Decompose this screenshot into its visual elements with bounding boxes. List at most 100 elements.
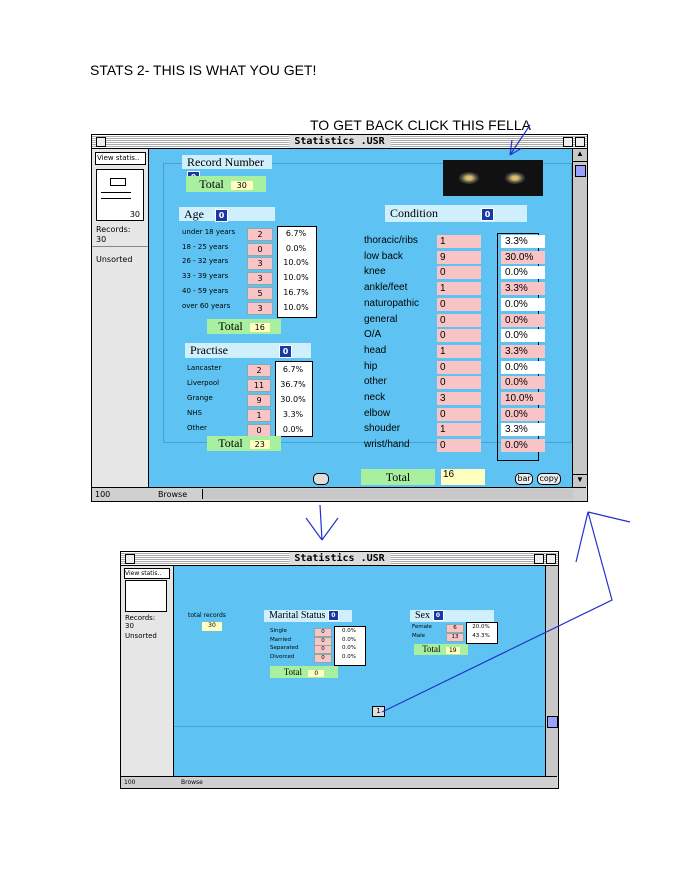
page-button[interactable] bbox=[313, 473, 329, 485]
bar-button[interactable]: bar bbox=[515, 473, 533, 485]
scroll-thumb-2[interactable] bbox=[547, 716, 558, 728]
condition-row-pct: 0.0% bbox=[501, 407, 545, 421]
condition-row-count: 0 bbox=[437, 297, 481, 311]
practise-row-pct: 0.0% bbox=[277, 424, 309, 435]
condition-row-label: wrist/hand bbox=[364, 439, 410, 451]
layout-content-2: total records 30 Marital Status 0 Single… bbox=[174, 566, 545, 776]
condition-row-count: 1 bbox=[437, 423, 481, 437]
records-label: Records: bbox=[96, 225, 131, 234]
marital-row-label: Married bbox=[270, 636, 291, 643]
condition-row-pct: 3.3% bbox=[501, 423, 545, 437]
age-row-pct: 10.0% bbox=[279, 257, 313, 269]
record-book-icon[interactable]: 30 bbox=[96, 169, 144, 221]
age-row-count: 3 bbox=[247, 301, 273, 315]
condition-row-count: 0 bbox=[437, 376, 481, 390]
scroll-thumb[interactable] bbox=[575, 165, 586, 177]
age-badge: 0 bbox=[215, 208, 228, 222]
zoom-box-icon[interactable] bbox=[563, 137, 573, 147]
marital-row-count: 0 bbox=[314, 653, 332, 663]
sex-row-pct: 20.0% bbox=[468, 624, 494, 631]
condition-row-label: ankle/feet bbox=[364, 282, 408, 294]
title-bar-2[interactable]: Statistics .USR bbox=[121, 552, 558, 566]
age-header: Age 0 bbox=[179, 207, 275, 222]
marital-row-pct: 0.0% bbox=[336, 628, 362, 635]
marital-total-value: 0 bbox=[308, 670, 325, 677]
back-button[interactable]: 1 bbox=[372, 706, 385, 717]
zoom-level[interactable]: 100 bbox=[95, 490, 111, 499]
age-row-pct: 10.0% bbox=[279, 272, 313, 284]
scroll-up-arrow-icon[interactable]: ▲ bbox=[573, 149, 587, 162]
age-total-value: 16 bbox=[249, 323, 270, 332]
condition-row-count: 1 bbox=[437, 344, 481, 358]
condition-row-pct: 0.0% bbox=[501, 329, 545, 343]
sex-row-label: Male bbox=[412, 633, 426, 639]
collapse-box-icon-2[interactable] bbox=[546, 554, 556, 564]
total-records-value: 30 bbox=[202, 622, 222, 631]
age-row-pct: 10.0% bbox=[279, 301, 313, 313]
practise-row-pct: 30.0% bbox=[277, 394, 309, 405]
vertical-scrollbar-2[interactable] bbox=[545, 566, 558, 776]
condition-row-label: neck bbox=[364, 392, 386, 403]
record-total-field: Total 30 bbox=[186, 176, 266, 192]
view-button[interactable]: View statis.. bbox=[95, 152, 146, 165]
sex-row-count: 6 bbox=[446, 624, 464, 633]
condition-row-label: general bbox=[364, 313, 398, 325]
age-row-label: 18 - 25 years bbox=[182, 242, 229, 251]
condition-row-label: thoracic/ribs bbox=[364, 235, 418, 246]
age-total-field: Total 16 bbox=[207, 319, 281, 334]
condition-row-count: 0 bbox=[437, 360, 481, 374]
scroll-down-arrow-icon[interactable]: ▼ bbox=[573, 474, 587, 487]
title-bar[interactable]: Statistics .USR bbox=[92, 135, 587, 149]
record-count: 30 bbox=[129, 210, 140, 219]
sex-header: Sex 0 bbox=[410, 610, 494, 622]
marital-row-label: Separated bbox=[270, 645, 299, 652]
condition-row-pct: 0.0% bbox=[501, 266, 545, 280]
condition-row-pct: 3.3% bbox=[501, 235, 545, 248]
condition-row-label: knee bbox=[364, 266, 386, 278]
condition-row-count: 1 bbox=[437, 282, 481, 296]
marital-row-count: 0 bbox=[314, 645, 332, 655]
arrow-to-image bbox=[509, 124, 531, 156]
condition-row-label: other bbox=[364, 376, 387, 388]
mode-status[interactable]: Browse bbox=[158, 490, 188, 499]
close-box-icon-2[interactable] bbox=[125, 554, 135, 564]
vertical-scrollbar[interactable]: ▲ ▼ bbox=[572, 149, 587, 487]
practise-row-pct: 3.3% bbox=[277, 409, 309, 420]
zoom-level-2[interactable]: 100 bbox=[124, 779, 136, 786]
marital-total-label: Total bbox=[283, 667, 303, 677]
sex-total-field: Total 19 bbox=[414, 644, 468, 655]
condition-row-count: 0 bbox=[437, 266, 481, 280]
close-box-icon[interactable] bbox=[96, 137, 106, 147]
view-button-2[interactable]: View statis.. bbox=[124, 568, 170, 579]
condition-header: Condition 0 bbox=[385, 205, 527, 222]
copy-button[interactable]: copy bbox=[537, 473, 561, 485]
age-row-pct: 16.7% bbox=[279, 286, 313, 298]
record-number-header: Record Number 0 bbox=[182, 155, 272, 184]
sort-status: Unsorted bbox=[96, 255, 133, 264]
age-total-label: Total bbox=[218, 319, 243, 333]
marital-badge: 0 bbox=[327, 610, 339, 622]
age-row-pct: 0.0% bbox=[279, 242, 313, 254]
practise-row-label: NHS bbox=[187, 409, 202, 417]
collapse-box-icon[interactable] bbox=[575, 137, 585, 147]
statistics-window-main: Statistics .USR View statis.. 30 Records… bbox=[91, 134, 588, 502]
marital-row-count: 0 bbox=[314, 628, 332, 637]
condition-row-pct: 3.3% bbox=[501, 344, 545, 358]
horizontal-scrollbar[interactable] bbox=[202, 489, 573, 499]
age-row-label: 26 - 32 years bbox=[182, 257, 229, 266]
statistics-window-secondary: Statistics .USR View statis.. Records: 3… bbox=[120, 551, 559, 789]
zoom-box-icon-2[interactable] bbox=[534, 554, 544, 564]
left-eye-icon bbox=[459, 172, 479, 184]
sex-row-count: 13 bbox=[446, 633, 464, 642]
practise-row-pct: 36.7% bbox=[277, 379, 309, 390]
record-book-icon-2[interactable] bbox=[125, 580, 167, 612]
condition-row-label: naturopathic bbox=[364, 297, 420, 309]
condition-row-pct: 0.0% bbox=[501, 297, 545, 311]
back-navigation-image[interactable] bbox=[443, 160, 543, 196]
mode-status-2[interactable]: Browse bbox=[181, 779, 203, 786]
age-row-pct: 6.7% bbox=[279, 228, 313, 239]
age-row-count: 3 bbox=[247, 272, 273, 286]
marital-header: Marital Status 0 bbox=[264, 610, 352, 622]
age-heading: Age bbox=[184, 207, 204, 221]
